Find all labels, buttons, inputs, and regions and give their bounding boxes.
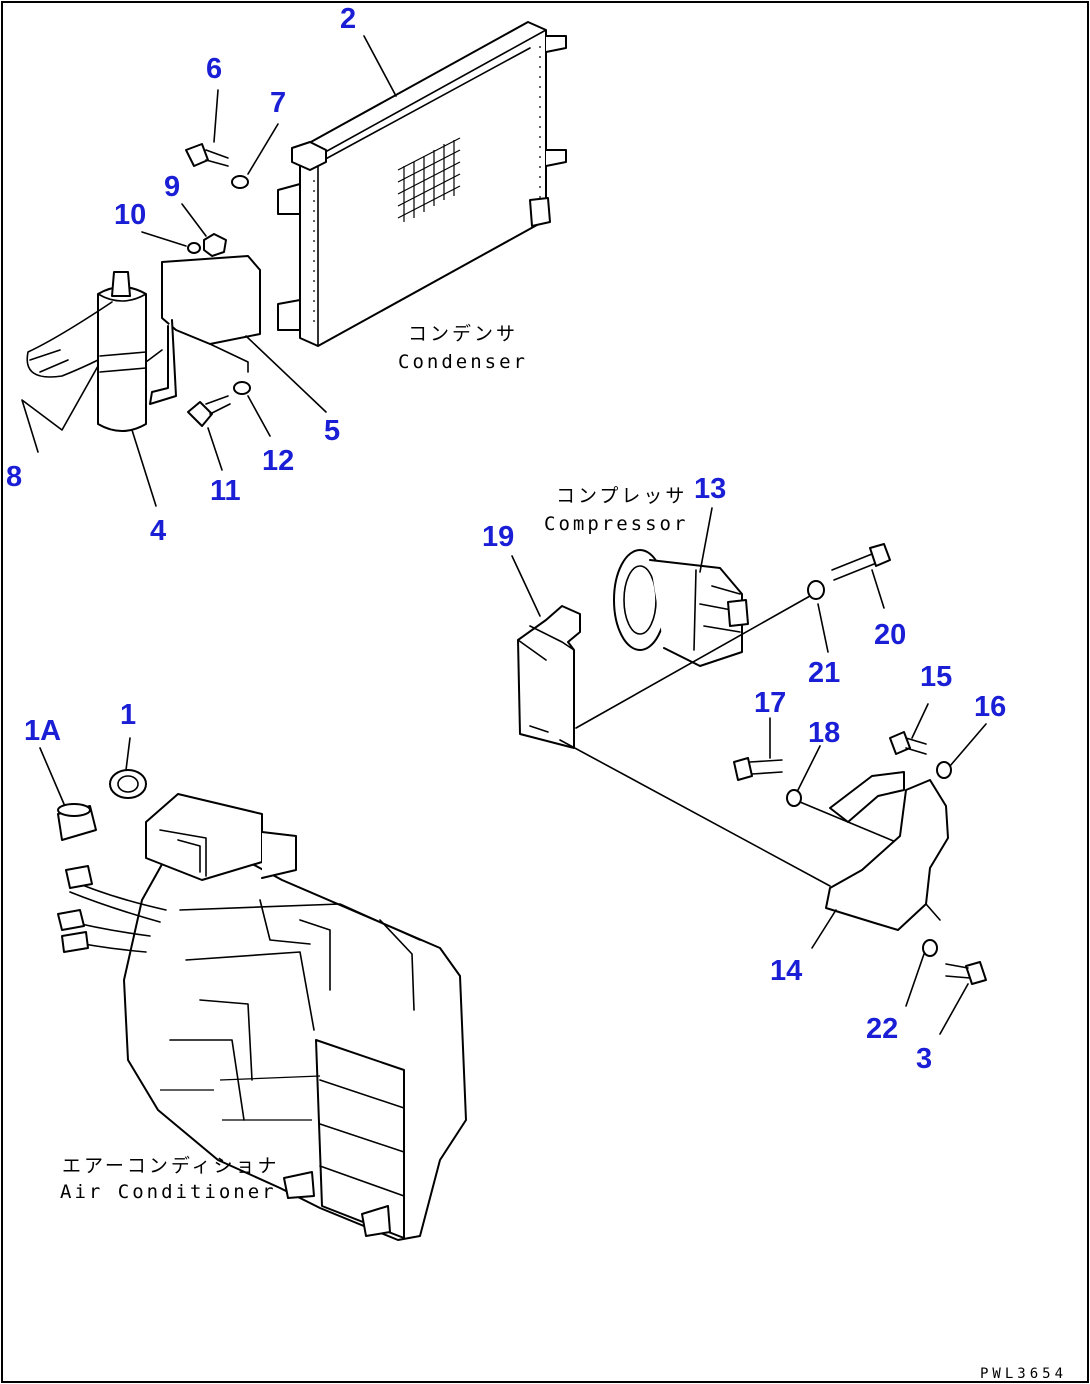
aircon-caption-en: Air Conditioner (60, 1181, 277, 1203)
callout-19: 20 (874, 619, 906, 651)
callout-6: 7 (270, 87, 286, 119)
callout-16: 17 (754, 687, 786, 719)
air-conditioner-drawing (57, 769, 467, 1241)
drawing-code: PWL3654 (980, 1366, 1067, 1382)
compressor-caption-en: Compressor (544, 513, 688, 535)
callout-5: 6 (206, 53, 222, 85)
aircon-caption-jp: エアーコンディショナ (62, 1155, 280, 1177)
callout-22: 22 (866, 1013, 898, 1045)
condenser-caption-en: Condenser (398, 351, 528, 373)
callout-1: 1 (120, 699, 136, 731)
compressor-caption-jp: コンプレッサ (556, 485, 687, 507)
callout-17: 18 (808, 717, 840, 749)
callout-3: 4 (150, 515, 166, 547)
receiver-assembly-drawing (26, 143, 261, 432)
callout-12: 13 (694, 473, 726, 505)
callout-1a: 1A (24, 715, 61, 747)
callout-9: 10 (114, 199, 146, 231)
callout-4: 5 (324, 415, 340, 447)
callout-11: 12 (262, 445, 294, 477)
callout-13: 14 (770, 955, 802, 987)
callout-18: 19 (482, 521, 514, 553)
condenser-caption-jp: コンデンサ (408, 323, 518, 345)
callout-10: 11 (210, 475, 241, 507)
compressor-drawing (517, 543, 987, 985)
condenser-drawing (277, 21, 567, 347)
callout-2: 2 (340, 3, 356, 35)
callout-21: 3 (916, 1043, 932, 1075)
callout-14: 15 (920, 661, 952, 693)
leader-lines (21, 35, 987, 1035)
callout-20: 21 (808, 657, 840, 689)
callout-8: 9 (164, 171, 180, 203)
callout-7: 8 (6, 461, 22, 493)
callout-15: 16 (974, 691, 1006, 723)
